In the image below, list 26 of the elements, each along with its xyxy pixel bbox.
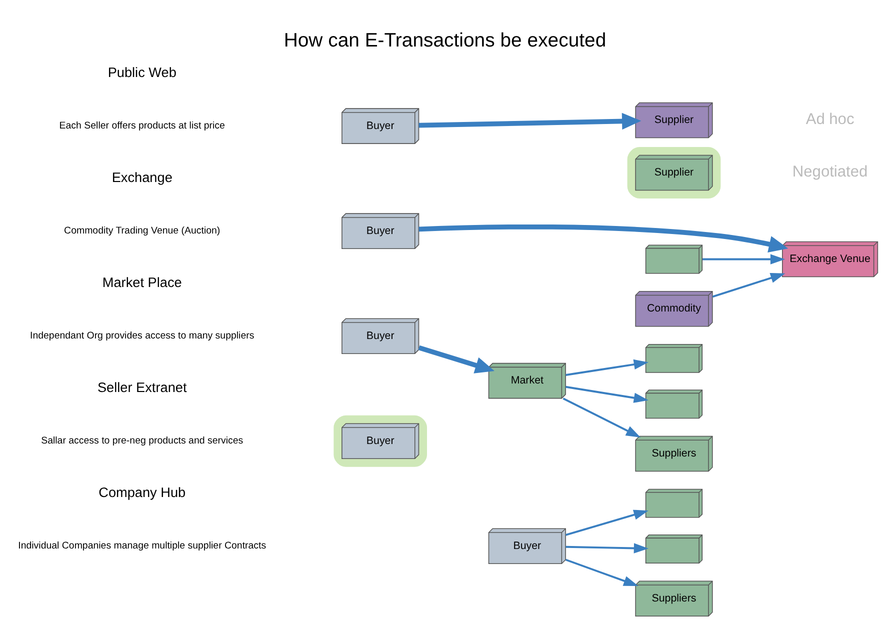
arrow bbox=[418, 224, 788, 252]
label: Independant Org provides access to many suppliers bbox=[30, 330, 254, 342]
label: Commodity Trading Venue (Auction) bbox=[64, 225, 220, 236]
arrow bbox=[566, 509, 648, 536]
label: Market Place bbox=[102, 274, 182, 290]
arrow bbox=[418, 112, 642, 130]
arrow bbox=[566, 385, 648, 402]
arrow bbox=[712, 272, 786, 298]
arrow bbox=[565, 558, 638, 586]
cluster bbox=[334, 414, 427, 466]
label: Negotiated bbox=[792, 162, 868, 180]
arrow bbox=[566, 358, 648, 376]
label: Seller Extranet bbox=[97, 380, 187, 395]
arrow bbox=[562, 397, 641, 437]
cluster bbox=[627, 146, 721, 198]
label: Company Hub bbox=[98, 484, 186, 500]
label: Exchange bbox=[112, 170, 172, 185]
arrow bbox=[566, 542, 649, 553]
label: Public Web bbox=[108, 64, 176, 80]
label: Sallar access to pre-neg products and services bbox=[41, 435, 244, 446]
label: Individual Companies manage multiple supplier Contracts bbox=[18, 540, 266, 552]
arrow bbox=[418, 344, 494, 373]
diagram-title: How can E-Transactions be executed bbox=[284, 28, 606, 51]
label: Ad hoc bbox=[806, 110, 854, 128]
label: Each Seller offers products at list price bbox=[59, 120, 225, 131]
arrow bbox=[702, 254, 786, 264]
